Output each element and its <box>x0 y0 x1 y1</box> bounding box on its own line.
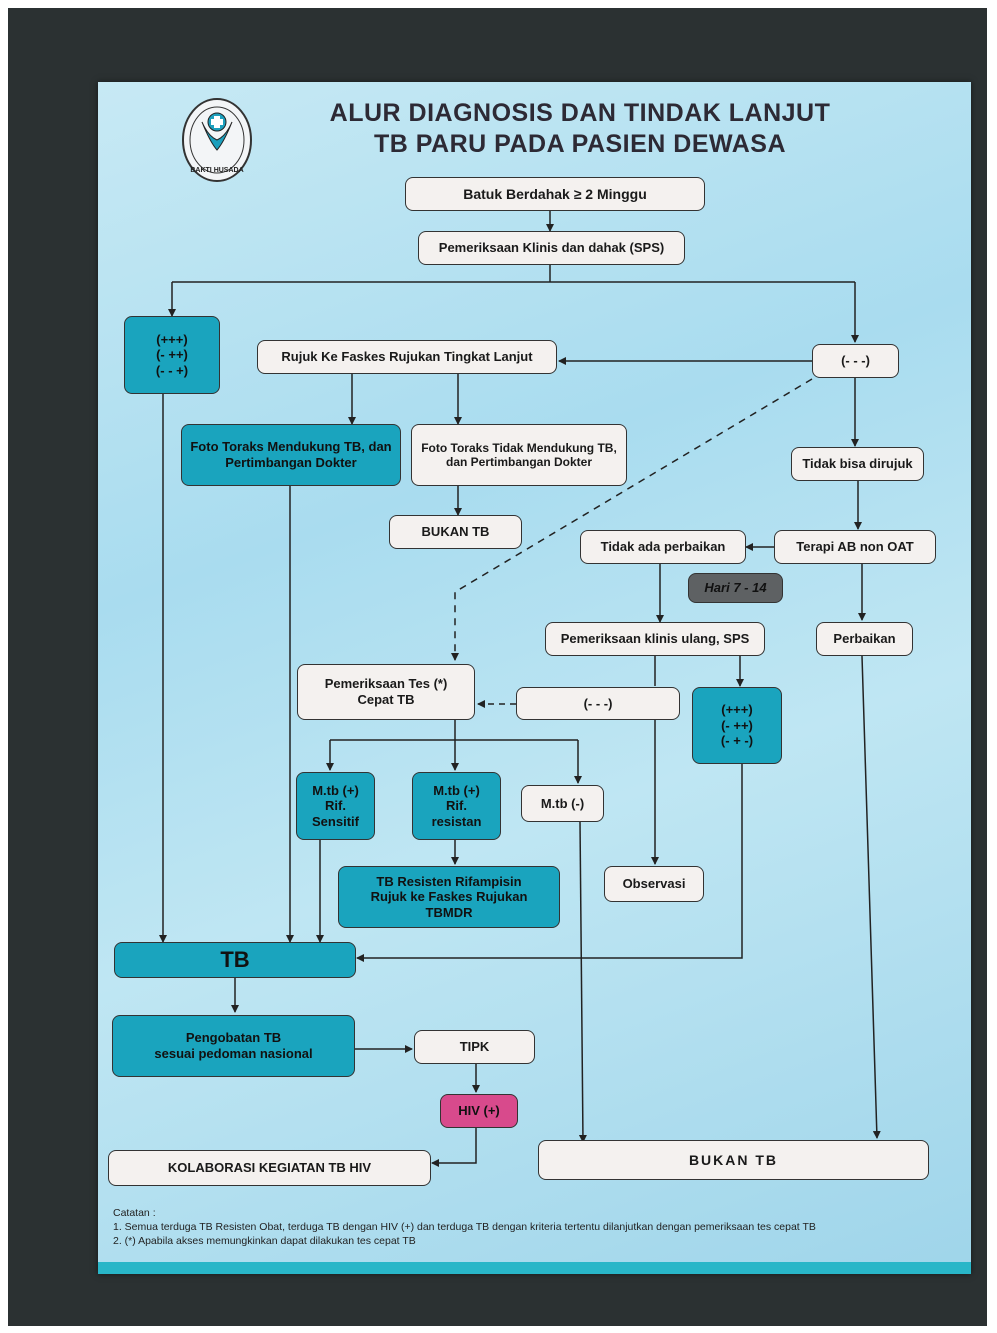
notes-heading: Catatan : <box>113 1207 156 1219</box>
node-terapi-ab: Terapi AB non OAT <box>774 530 936 564</box>
node-tidak-ada-perbaikan: Tidak ada perbaikan <box>580 530 746 564</box>
bakti-husada-logo-icon: BAKTI HUSADA <box>182 98 252 182</box>
node-hari-7-14: Hari 7 - 14 <box>688 573 783 603</box>
node-positif-1: (+++) (- ++) (- - +) <box>124 316 220 394</box>
node-rujuk-faskes: Rujuk Ke Faskes Rujukan Tingkat Lanjut <box>257 340 557 374</box>
node-observasi: Observasi <box>604 866 704 902</box>
node-tes-cepat: Pemeriksaan Tes (*) Cepat TB <box>297 664 475 720</box>
node-mtb-negatif: M.tb (-) <box>521 785 604 822</box>
node-pemeriksaan-ulang: Pemeriksaan klinis ulang, SPS <box>545 622 765 656</box>
title-line-1: ALUR DIAGNOSIS DAN TINDAK LANJUT <box>329 99 831 127</box>
note-2: 2. (*) Apabila akses memungkinkan dapat … <box>113 1235 416 1248</box>
node-perbaikan: Perbaikan <box>816 622 913 656</box>
node-tb-resisten: TB Resisten Rifampisin Rujuk ke Faskes R… <box>338 866 560 928</box>
node-mtb-sensitif: M.tb (+) Rif. Sensitif <box>296 772 375 840</box>
node-bukan-tb-1: BUKAN TB <box>389 515 522 549</box>
node-pengobatan-tb: Pengobatan TB sesuai pedoman nasional <box>112 1015 355 1077</box>
note-1: 1. Semua terduga TB Resisten Obat, terdu… <box>113 1221 816 1234</box>
node-tidak-bisa-dirujuk: Tidak bisa dirujuk <box>791 447 924 481</box>
node-kolaborasi: KOLABORASI KEGIATAN TB HIV <box>108 1150 431 1186</box>
poster-bottom-strip <box>98 1262 971 1274</box>
node-hiv-positif: HIV (+) <box>440 1094 518 1128</box>
poster-title: ALUR DIAGNOSIS DAN TINDAK LANJUT TB PARU… <box>260 98 900 161</box>
node-batuk-berdahak: Batuk Berdahak ≥ 2 Minggu <box>405 177 705 211</box>
node-tb: TB <box>114 942 356 978</box>
node-foto-tidak-mendukung: Foto Toraks Tidak Mendukung TB, dan Pert… <box>411 424 627 486</box>
node-pemeriksaan-klinis: Pemeriksaan Klinis dan dahak (SPS) <box>418 231 685 265</box>
node-bukan-tb-2: BUKAN TB <box>538 1140 929 1180</box>
node-negatif-1: (- - -) <box>812 344 899 378</box>
node-mtb-resisten: M.tb (+) Rif. resistan <box>412 772 501 840</box>
node-tipk: TIPK <box>414 1030 535 1064</box>
notes: Catatan : 1. Semua terduga TB Resisten O… <box>113 1206 963 1249</box>
svg-text:BAKTI HUSADA: BAKTI HUSADA <box>190 167 243 174</box>
node-positif-2: (+++) (- ++) (- + -) <box>692 687 782 764</box>
node-foto-mendukung: Foto Toraks Mendukung TB, dan Pertimbang… <box>181 424 401 486</box>
node-negatif-2: (- - -) <box>516 687 680 720</box>
title-line-2: TB PARU PADA PASIEN DEWASA <box>373 130 787 159</box>
